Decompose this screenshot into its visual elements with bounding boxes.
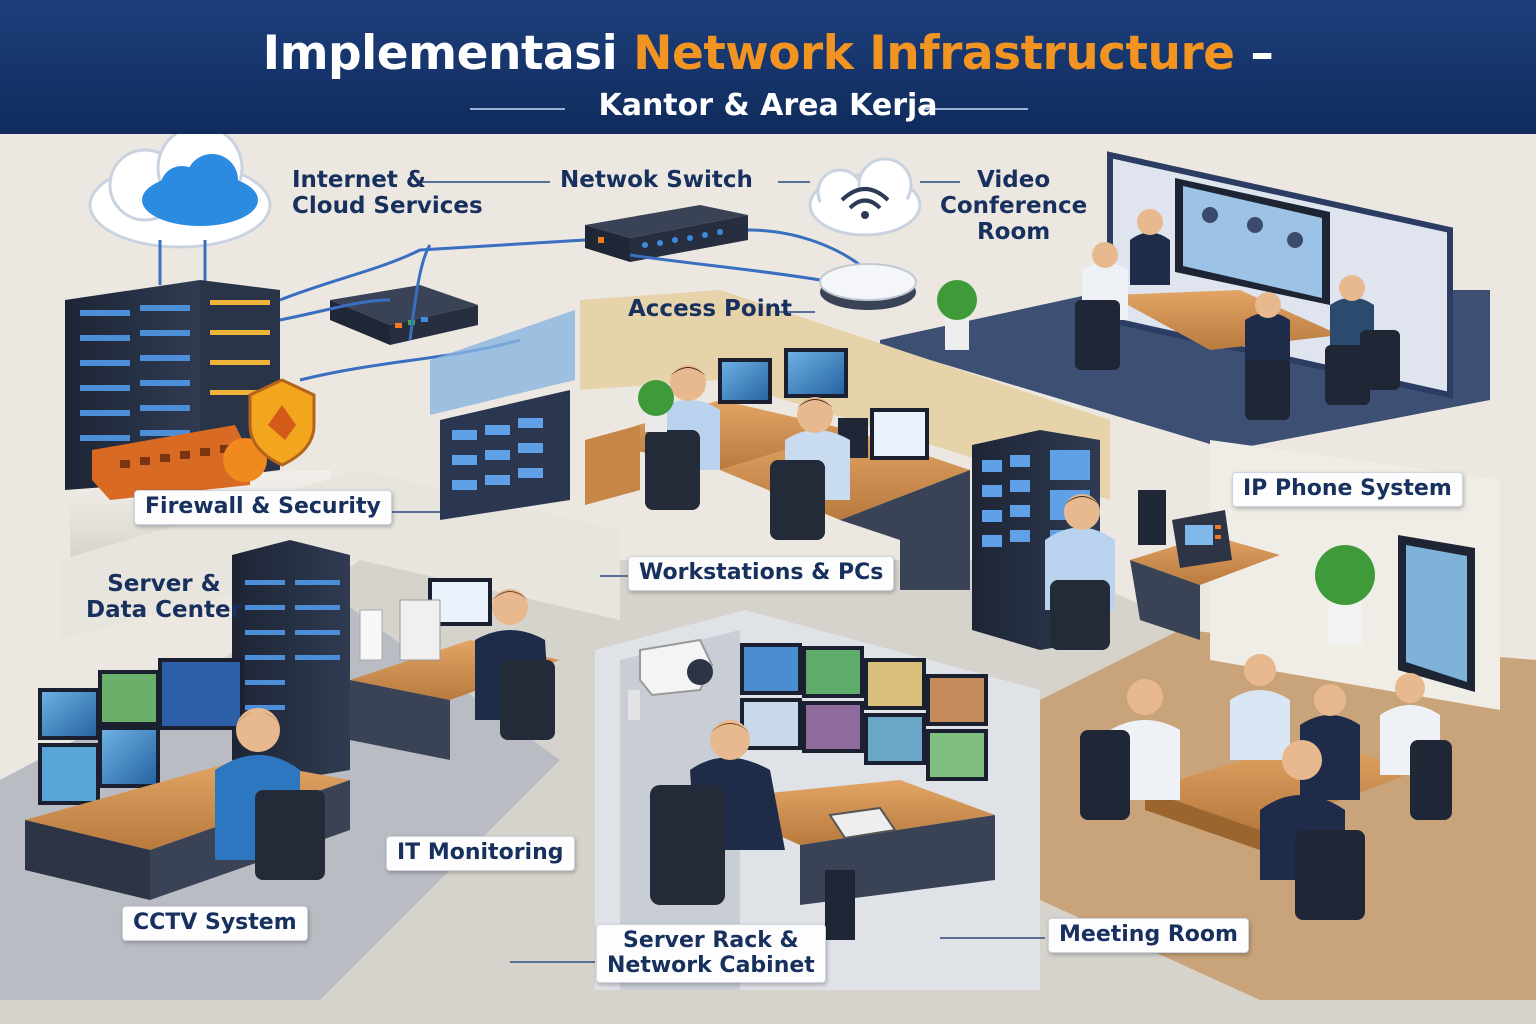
wifi-icon — [808, 157, 922, 237]
office-network-illustration — [0, 134, 1536, 1024]
monitoring-video-wall — [740, 643, 988, 781]
label-internet-line1: Internet & — [292, 167, 426, 193]
label-access-point: Access Point — [628, 296, 792, 322]
label-rack-line1: Server Rack & — [623, 928, 799, 953]
subtitle-rule-left — [470, 108, 565, 110]
label-server-line1: Server & — [107, 571, 221, 597]
ip-phone-icon — [1172, 510, 1232, 568]
label-rack-line2: Network Cabinet — [607, 952, 815, 978]
cctv-monitor-wall — [38, 658, 244, 805]
it-monitoring-desk — [350, 578, 560, 760]
meeting-participants — [1080, 654, 1452, 920]
label-server-rack-cabinet: Server Rack & Network Cabinet — [596, 924, 826, 984]
video-conference-people — [1075, 209, 1400, 420]
plant — [1315, 545, 1375, 644]
cloud-icon — [88, 134, 272, 249]
label-firewall-security: Firewall & Security — [134, 490, 392, 525]
cctv-camera-icon — [628, 638, 714, 720]
monitoring-operator — [650, 720, 785, 905]
page-title: Implementasi Network Infrastructure – — [0, 26, 1536, 81]
video-conference-screen — [1175, 178, 1330, 305]
label-ip-phone-system: IP Phone System — [1232, 472, 1463, 507]
label-leader-lines — [378, 181, 1045, 963]
label-meeting-room: Meeting Room — [1048, 918, 1249, 953]
label-internet-cloud: Internet & Cloud Services — [292, 167, 483, 220]
workstation-worker-2 — [770, 397, 850, 540]
label-internet-line2: Cloud Services — [292, 192, 483, 219]
network-switch-device — [585, 205, 748, 262]
plant — [638, 280, 977, 432]
label-network-switch: Netwok Switch — [560, 167, 753, 193]
server-room-racks — [430, 310, 575, 520]
label-cctv-system: CCTV System — [122, 906, 308, 941]
router-device — [330, 285, 478, 345]
title-accent: Network Infrastructure — [633, 26, 1235, 81]
firewall-device — [92, 425, 267, 500]
workstation-worker-1 — [645, 365, 720, 510]
it-monitoring-operator — [475, 589, 555, 740]
subtitle-rule-right — [918, 108, 1028, 110]
page-subtitle: Kantor & Area Kerja — [598, 88, 938, 123]
label-video-conference: Video Conference Room — [940, 167, 1088, 245]
wall-picture — [1398, 535, 1475, 692]
access-point-device — [819, 263, 917, 310]
label-video-line1: Video — [977, 167, 1051, 193]
label-video-line3: Room — [976, 218, 1051, 245]
label-server-data-center: Server & Data Center — [86, 571, 242, 624]
label-video-line2: Conference — [940, 192, 1088, 219]
label-server-line2: Data Center — [86, 596, 242, 623]
title-banner: Implementasi Network Infrastructure – Ka… — [0, 0, 1536, 134]
title-dash: – — [1234, 26, 1274, 81]
title-part1: Implementasi — [262, 26, 634, 81]
label-workstations: Workstations & PCs — [628, 556, 895, 591]
shield-icon — [248, 378, 316, 467]
rack-technician — [1045, 494, 1115, 650]
cctv-operator — [215, 708, 325, 880]
label-it-monitoring: IT Monitoring — [386, 836, 575, 871]
